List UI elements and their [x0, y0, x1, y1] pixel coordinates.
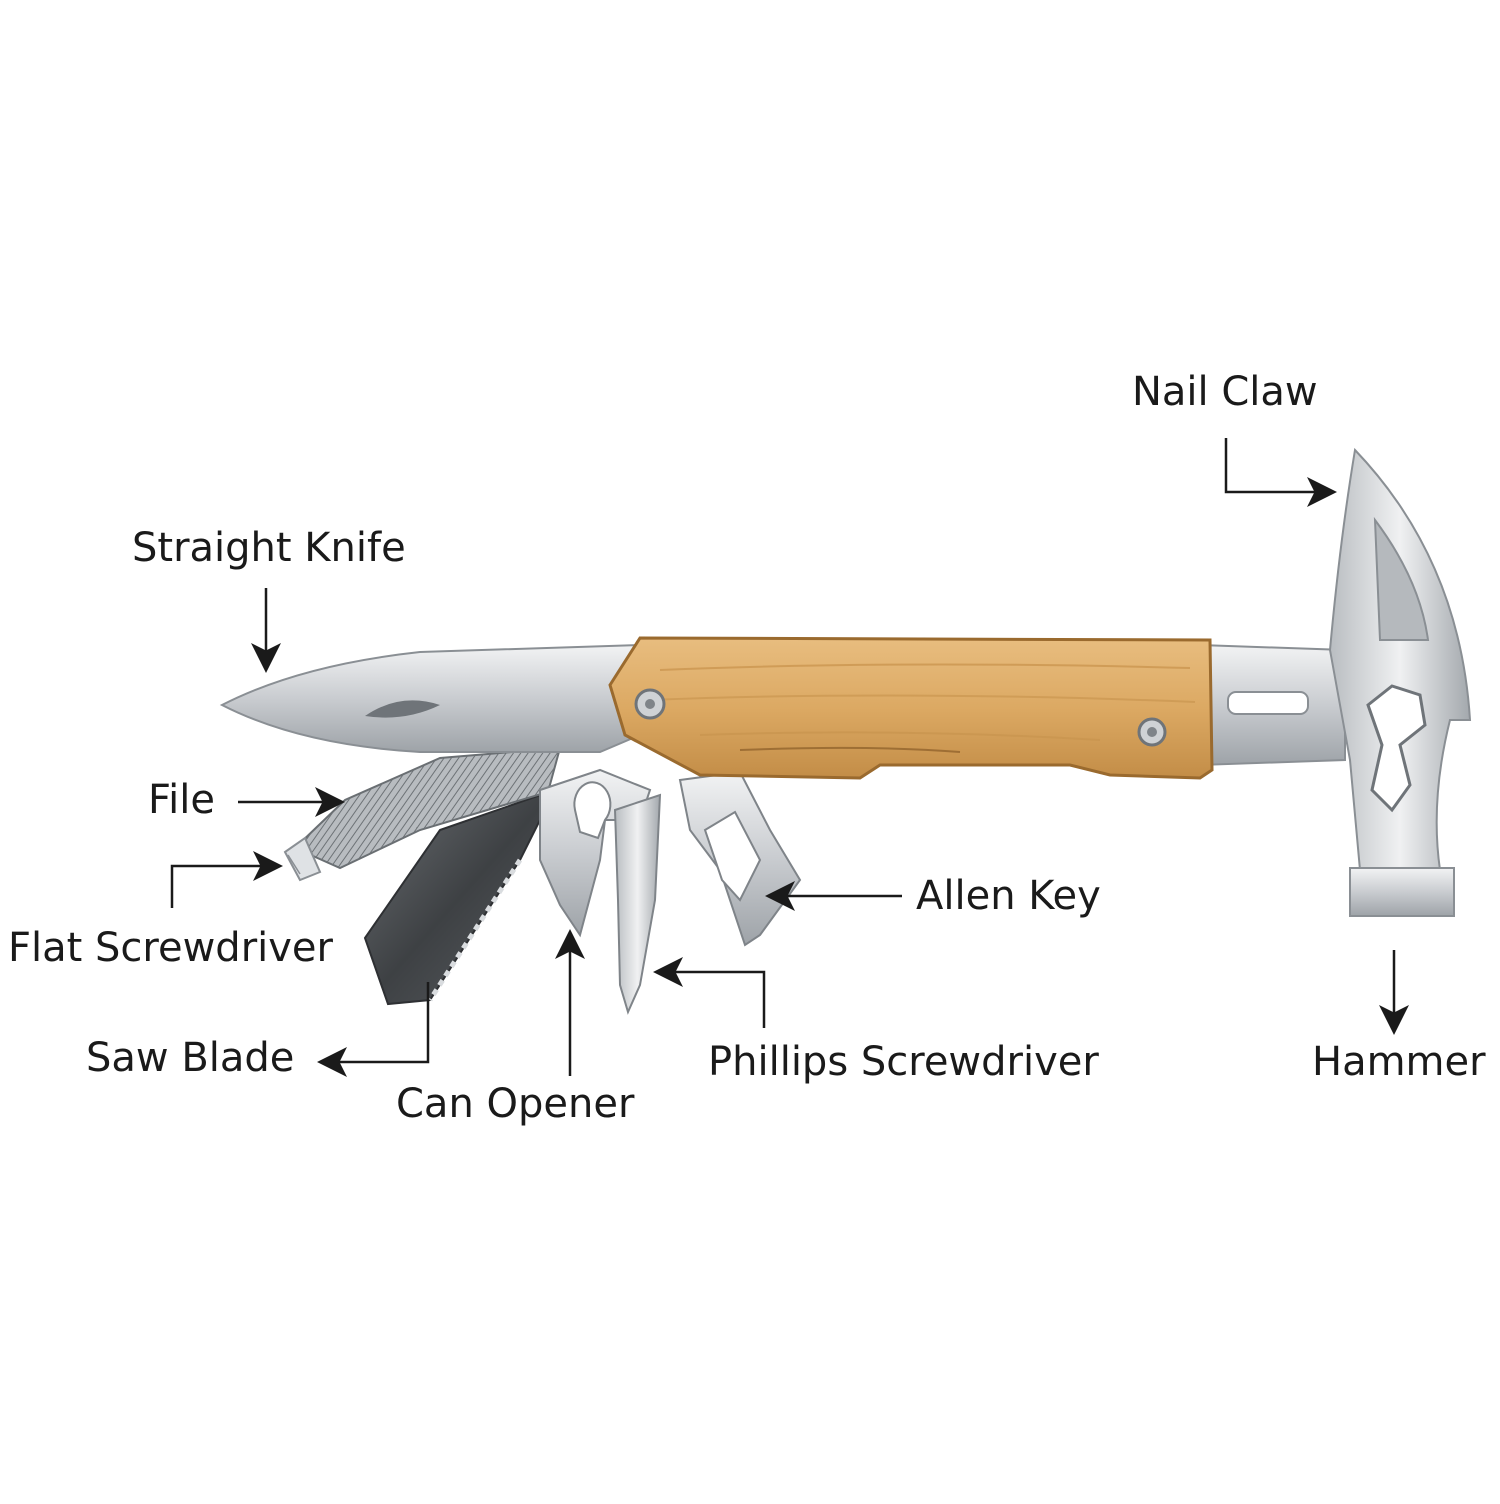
label-saw-blade: Saw Blade [86, 1035, 295, 1081]
arrow-nail-claw [1224, 438, 1337, 507]
phillips-screwdriver-tool [613, 793, 662, 1015]
arrow-saw-blade [317, 982, 430, 1077]
straight-knife-tool [219, 643, 641, 753]
label-hammer: Hammer [1312, 1039, 1486, 1085]
saw-blade-tool [363, 788, 557, 1006]
allen-key-tool [678, 770, 802, 947]
leader-arrows [170, 438, 1409, 1077]
file-tool [283, 746, 562, 882]
arrow-phillips-screwdriver [653, 957, 766, 1028]
label-straight-knife: Straight Knife [132, 525, 406, 571]
label-phillips-screwdriver: Phillips Screwdriver [708, 1039, 1099, 1085]
hammer-head [1199, 447, 1472, 917]
arrow-flat-screwdriver [170, 851, 283, 908]
label-allen-key: Allen Key [916, 873, 1101, 919]
label-flat-screwdriver: Flat Screwdriver [8, 925, 333, 971]
label-nail-claw: Nail Claw [1132, 369, 1318, 415]
label-file: File [148, 777, 215, 823]
label-can-opener: Can Opener [396, 1081, 635, 1127]
wooden-handle [608, 636, 1214, 780]
